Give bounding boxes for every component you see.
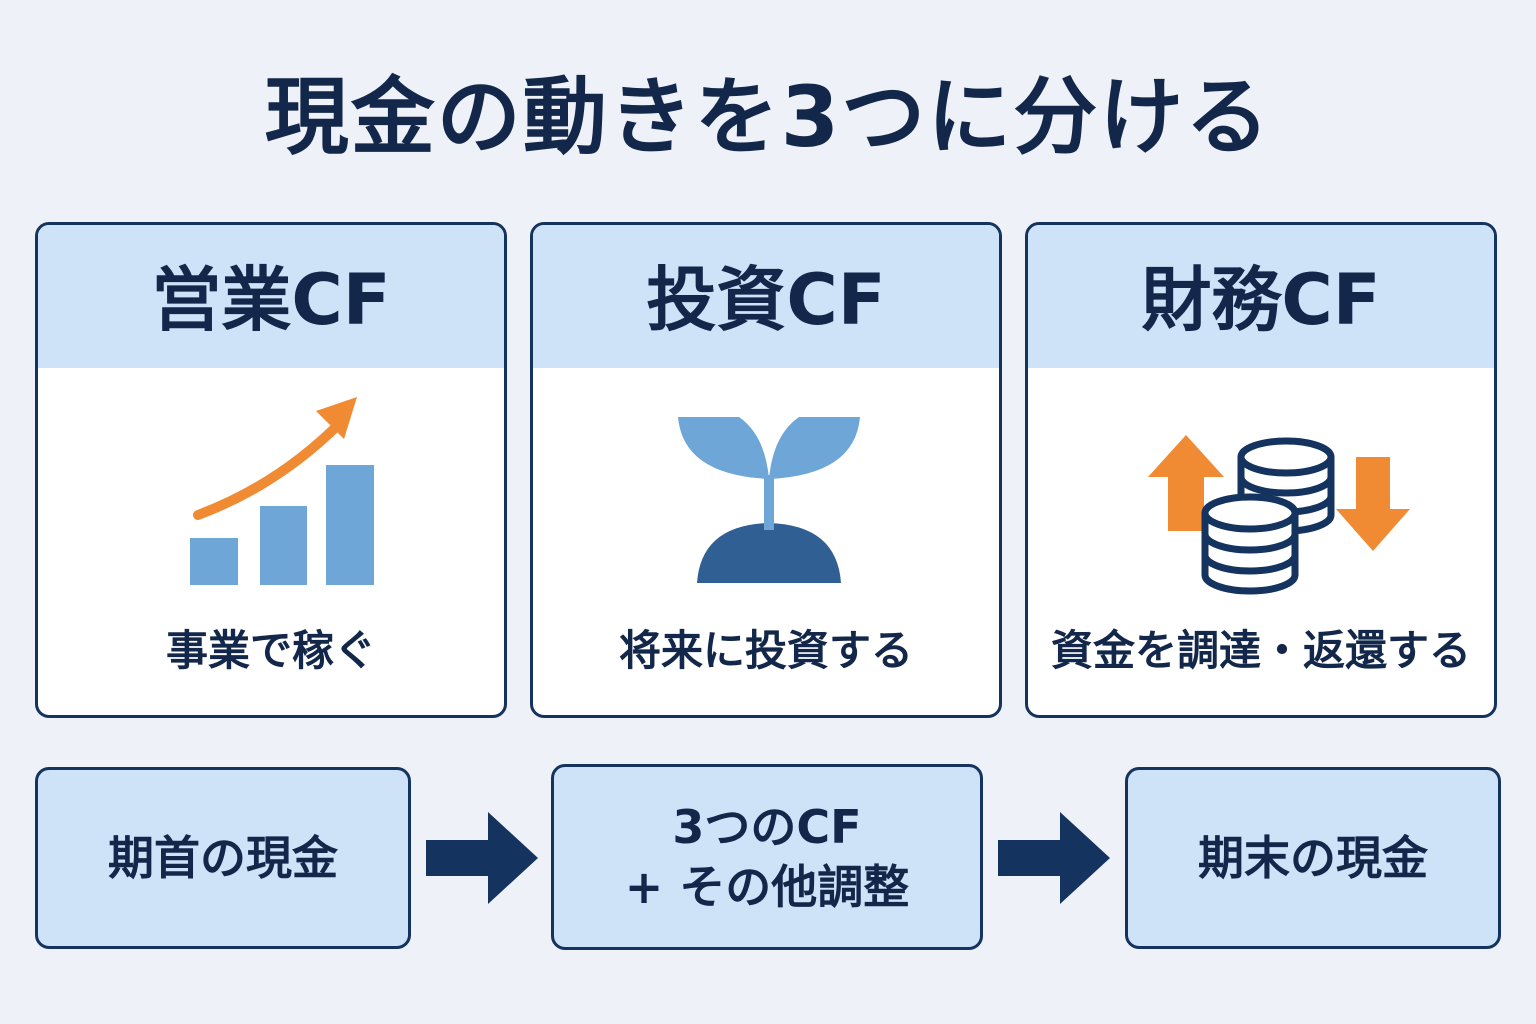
card-heading: 財務CF (1028, 225, 1494, 368)
card-investing-cf: 投資CF 将来に投資する (530, 222, 1002, 718)
card-operating-cf: 営業CF 事業で稼ぐ (35, 222, 507, 718)
rising-bar-chart-icon (38, 395, 504, 615)
flow-start-box: 期首の現金 (35, 767, 411, 949)
page-title: 現金の動きを3つに分ける (264, 68, 1272, 166)
sprout-icon (533, 395, 999, 615)
flow-middle-line1: 3つのCF (672, 800, 862, 854)
flow-middle-line2: + その他調整 (624, 860, 910, 914)
card-caption: 資金を調達・返還する (1050, 626, 1471, 675)
flow-start-label: 期首の現金 (108, 831, 338, 885)
arrow-right-icon (998, 812, 1110, 904)
card-caption: 将来に投資する (618, 626, 913, 675)
flow-end-label: 期末の現金 (1198, 831, 1428, 885)
card-heading: 営業CF (38, 225, 504, 368)
arrow-right-icon (426, 812, 538, 904)
card-caption: 事業で稼ぐ (165, 626, 376, 675)
coin-stack-arrows-icon (1028, 395, 1494, 615)
flow-end-box: 期末の現金 (1125, 767, 1501, 949)
flow-middle-box: 3つのCF + その他調整 (551, 764, 983, 950)
card-heading: 投資CF (533, 225, 999, 368)
card-financing-cf: 財務CF (1025, 222, 1497, 718)
